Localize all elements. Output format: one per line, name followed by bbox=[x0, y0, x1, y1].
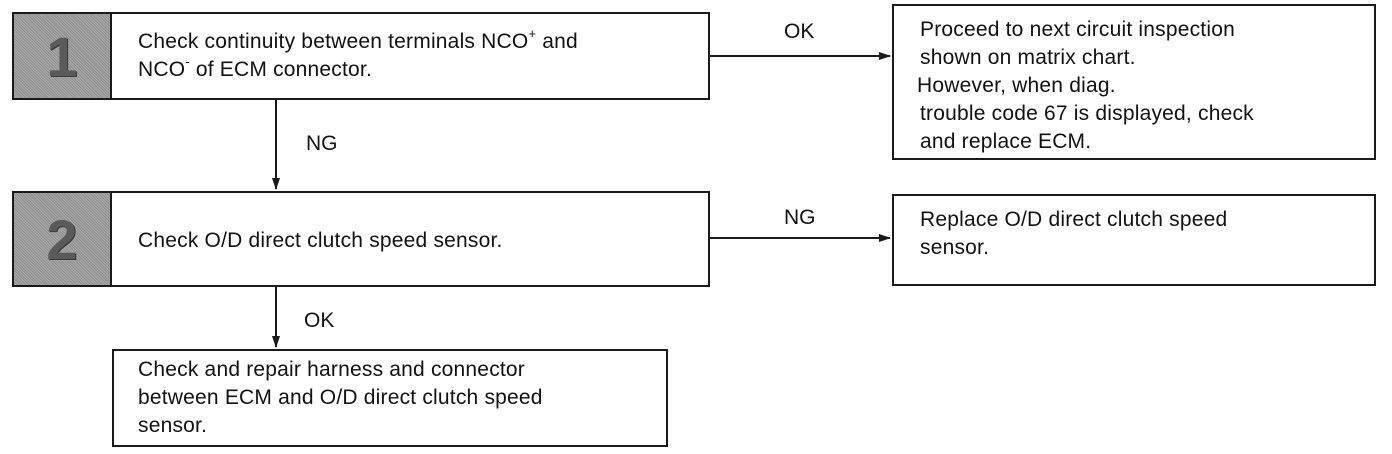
result-step2-ok-text: Check and repair harness and connector b… bbox=[138, 358, 543, 437]
step-2-text: Check O/D direct clutch speed sensor. bbox=[138, 229, 503, 252]
step-2-number: 2 bbox=[46, 207, 78, 271]
step-1-text: Check continuity between terminals NCO+ … bbox=[138, 26, 578, 81]
step-1-number-badge: 1 bbox=[12, 12, 112, 100]
step-2-number-badge: 2 bbox=[12, 191, 112, 287]
label-step2-ok: OK bbox=[304, 309, 335, 332]
step-1-box: Check continuity between terminals NCO+ … bbox=[110, 12, 710, 100]
step-1-number: 1 bbox=[46, 24, 78, 88]
result-step1-ok-box: Proceed to next circuit inspection shown… bbox=[892, 4, 1376, 160]
label-step2-ng: NG bbox=[784, 206, 816, 229]
result-step2-ng-box: Replace O/D direct clutch speed sensor. bbox=[892, 194, 1376, 286]
label-step1-ng: NG bbox=[306, 132, 338, 155]
result-step2-ok-box: Check and repair harness and connector b… bbox=[112, 349, 668, 447]
result-step2-ng-text: Replace O/D direct clutch speed sensor. bbox=[920, 208, 1228, 259]
result-step1-ok-text: Proceed to next circuit inspection shown… bbox=[917, 18, 1254, 153]
step-2-box: Check O/D direct clutch speed sensor. bbox=[110, 191, 710, 287]
label-step1-ok: OK bbox=[784, 20, 815, 43]
